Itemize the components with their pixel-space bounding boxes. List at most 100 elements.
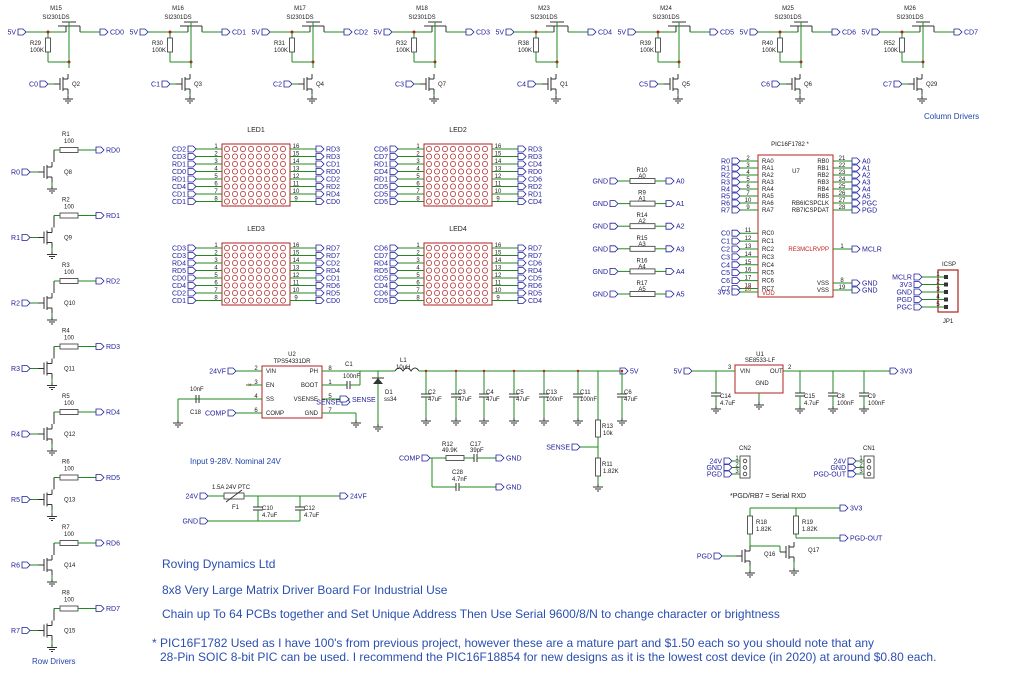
no-connect: × xyxy=(248,383,252,389)
row-in-r5-arrow xyxy=(21,496,31,503)
pin-num: 12 xyxy=(495,273,502,279)
res-ref: R13 xyxy=(602,424,614,430)
mcu-note-line2: 28-Pin SOIC 8-bit PIC can be used. I rec… xyxy=(160,650,937,664)
led-net-left-arrow xyxy=(389,267,399,274)
pin-num: 5 xyxy=(416,273,420,279)
pin-num: 4 xyxy=(936,295,940,301)
mcu-in-r4-arrow xyxy=(731,185,741,193)
out-3v3-arrow xyxy=(839,504,849,512)
inductor-coil xyxy=(394,367,420,372)
led-net-left-arrow xyxy=(187,282,197,289)
led-dot xyxy=(224,146,230,152)
res-val: 100K xyxy=(884,48,898,54)
led-dot xyxy=(256,168,262,175)
pin-num: 2 xyxy=(214,251,218,257)
led-dot xyxy=(272,176,278,182)
led-dot xyxy=(482,290,488,296)
led-net-right-arrow xyxy=(517,252,527,259)
led-dot xyxy=(458,282,464,289)
pin-num: 11 xyxy=(293,281,300,287)
led-dot xyxy=(442,267,448,274)
cap-val: 47uF xyxy=(428,397,442,403)
pin-label: RC5 xyxy=(762,271,775,277)
icsp-pin xyxy=(944,297,948,302)
mcu-in-c2-arrow xyxy=(731,245,741,253)
resistor-r10 xyxy=(629,178,656,184)
addr-a3-arrow xyxy=(665,245,675,253)
column-out-cd5-arrow xyxy=(709,28,719,36)
led-dot xyxy=(434,260,440,266)
res-val: 100K xyxy=(518,48,532,54)
led-dot xyxy=(458,275,464,281)
pin-label: RB6ICSPCLK xyxy=(792,201,829,207)
led-dot xyxy=(426,161,432,167)
led-net-left-arrow xyxy=(389,274,399,282)
addr-a1: A1 xyxy=(676,201,685,208)
ptc-in: 24V xyxy=(186,494,199,501)
led-net-right: RD4 xyxy=(326,192,340,199)
column-out-cd6-arrow xyxy=(831,28,841,36)
pin-label: RB1 xyxy=(817,166,829,172)
led-net-right: RD5 xyxy=(326,291,340,298)
led-dot xyxy=(232,176,238,182)
pin-num: 3 xyxy=(214,258,218,264)
led-dot xyxy=(434,252,440,259)
led-dot xyxy=(264,168,270,175)
column-in-c6: C6 xyxy=(761,82,770,89)
comp-gnd-1: GND xyxy=(506,456,522,463)
led-dot xyxy=(256,176,262,182)
mcu-in-r1: R1 xyxy=(721,166,730,173)
led-net-right: CD0 xyxy=(326,298,340,305)
res-ref: R5 xyxy=(62,394,70,400)
divider-sense: SENSE xyxy=(546,445,570,452)
res-ref: R38 xyxy=(518,41,530,47)
led-net-left: CD6 xyxy=(374,291,388,298)
pin-num: 3 xyxy=(416,159,420,165)
led-dot xyxy=(474,267,480,274)
inductor-val: 10uH xyxy=(396,365,410,371)
led-dot xyxy=(264,282,270,289)
cap-val: 4.7uF xyxy=(304,513,320,519)
mcu-vdd-arrow xyxy=(731,288,741,296)
led-net-left-arrow xyxy=(389,145,399,153)
led-dot xyxy=(224,168,230,175)
led-dot xyxy=(232,191,238,197)
conn-pin xyxy=(866,465,872,470)
led-dot xyxy=(466,267,472,274)
led-net-right-arrow xyxy=(517,289,527,297)
led-dot xyxy=(280,282,286,289)
mcu-in-r4: R4 xyxy=(721,187,730,194)
supply-5v-arrow xyxy=(383,28,393,36)
cap-ref: C3 xyxy=(458,390,466,396)
led-dot xyxy=(240,146,246,152)
led-net-right-arrow xyxy=(315,282,325,289)
led-dot xyxy=(272,275,278,281)
pin-num: 3 xyxy=(936,287,940,293)
junction xyxy=(424,369,428,373)
led-dot xyxy=(434,245,440,251)
led-net-right-arrow xyxy=(315,168,325,175)
pin-num: 18 xyxy=(745,284,752,290)
led-dot xyxy=(458,290,464,296)
resistor-r9 xyxy=(629,200,656,207)
mcu-in-r5-arrow xyxy=(731,192,741,200)
pin-num: 4 xyxy=(254,394,258,400)
pin-num: 2 xyxy=(416,152,420,158)
led-dot xyxy=(240,290,246,296)
pin-num: 10 xyxy=(745,198,752,204)
column-out-cd3: CD3 xyxy=(476,30,490,37)
pin-label: RB5 xyxy=(817,194,829,200)
led-dot xyxy=(240,297,246,304)
led-net-left-arrow xyxy=(389,160,399,168)
led-dot xyxy=(482,282,488,289)
supply-5v: 5V xyxy=(739,30,748,37)
buck-sense: SENSE xyxy=(316,400,340,407)
led-dot xyxy=(466,245,472,251)
led-dot xyxy=(240,168,246,175)
pin-num: 7 xyxy=(416,288,420,294)
gnd-net: GND xyxy=(592,201,608,208)
mcu-in-c5-arrow xyxy=(731,269,741,277)
led-dot xyxy=(272,297,278,304)
